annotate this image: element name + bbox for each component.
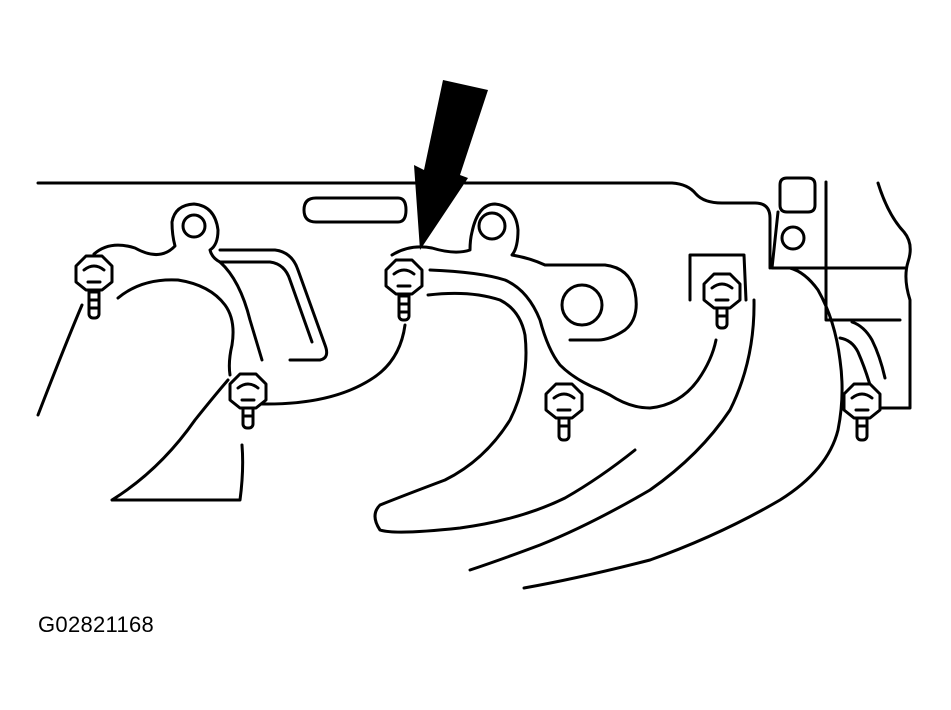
flange-3-tab: [688, 253, 748, 302]
figure-id-label: G02821168: [38, 612, 155, 637]
cylinder-head-top-edge-right: [463, 181, 772, 270]
flange-1-right-edge: [218, 248, 329, 362]
runner-connector: [260, 323, 407, 406]
nut-stud-icon: [228, 372, 268, 430]
manifold-runner-3: [468, 298, 756, 572]
nut-stud-icon: [544, 382, 584, 442]
flange-2-hole: [477, 211, 507, 241]
upper-right-bracket: [778, 176, 817, 214]
nut-stud-icon: [384, 258, 424, 322]
flange-2-body: [428, 268, 718, 410]
manifold-flange-1: [92, 202, 264, 362]
manifold-runner-2: [373, 291, 637, 534]
head-slot: [302, 196, 408, 224]
flange-2-large-hole: [560, 283, 604, 327]
manifold-flange-2: [390, 202, 638, 342]
right-bracket-hole: [780, 225, 806, 251]
right-housing-outline: [874, 181, 912, 410]
manifold-runner-1-lower: [110, 378, 245, 502]
flange-1-inner: [218, 260, 314, 344]
nut-stud-icon: [842, 382, 882, 442]
manifold-runner-1: [36, 278, 235, 417]
flange-1-hole: [181, 213, 207, 239]
nut-stud-icon: [74, 254, 114, 320]
manifold-runner-3-outer: [522, 266, 844, 590]
nut-stud-icon: [702, 272, 742, 330]
right-housing-inner: [824, 266, 907, 322]
arrow-icon: [414, 80, 488, 250]
right-bracket-body: [770, 180, 828, 270]
manifold-collector: [838, 320, 887, 387]
